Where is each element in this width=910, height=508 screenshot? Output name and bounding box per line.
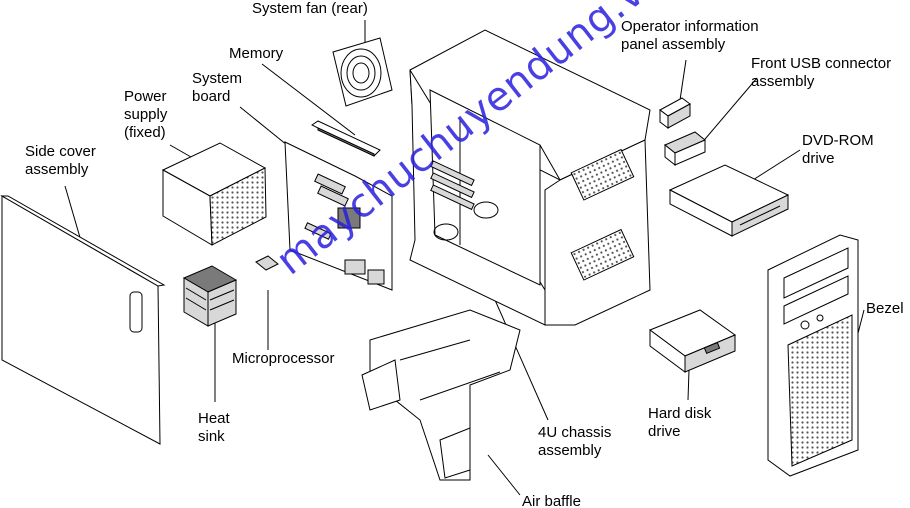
power-supply-box bbox=[161, 142, 267, 246]
label-air-baffle: Air baffle bbox=[522, 493, 581, 508]
air-baffle bbox=[361, 309, 521, 481]
heat-sink bbox=[182, 265, 238, 327]
side-cover-panel bbox=[0, 195, 166, 445]
label-system-fan: System fan (rear) bbox=[252, 0, 368, 17]
front-usb-assembly bbox=[664, 131, 706, 167]
label-memory: Memory bbox=[229, 45, 284, 62]
microprocessor-chip bbox=[255, 255, 279, 271]
operator-panel bbox=[659, 97, 691, 129]
front-bezel bbox=[767, 234, 859, 477]
label-microprocessor: Microprocessor bbox=[232, 350, 335, 367]
chassis-frame bbox=[409, 29, 651, 326]
memory-module bbox=[311, 120, 381, 157]
hard-disk-drive bbox=[648, 309, 737, 373]
dvd-rom-drive bbox=[668, 164, 790, 237]
system-fan bbox=[332, 37, 393, 107]
label-bezel: Bezel bbox=[866, 300, 904, 317]
system-board bbox=[284, 141, 393, 291]
